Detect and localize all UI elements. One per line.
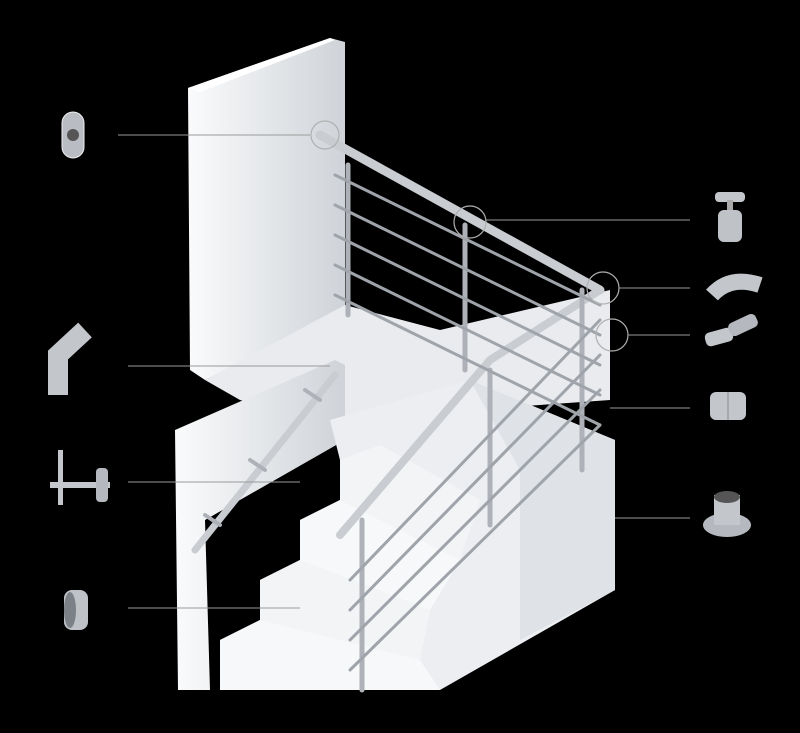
lower-wall bbox=[175, 360, 345, 690]
wall-flange-icon bbox=[61, 111, 85, 159]
end-cap-icon bbox=[64, 590, 88, 630]
post-top-saddle-icon bbox=[715, 192, 745, 242]
handrail-system bbox=[191, 130, 605, 693]
upper-wall bbox=[188, 38, 345, 380]
elbow-135-icon bbox=[48, 322, 92, 395]
wall-handrail-bracket-icon bbox=[50, 450, 110, 505]
elbow-90-icon bbox=[706, 273, 763, 301]
callout-lines bbox=[118, 134, 690, 609]
swivel-connector-icon bbox=[704, 313, 758, 347]
base-flange-icon bbox=[703, 491, 751, 537]
tube-connector-icon bbox=[710, 392, 746, 420]
